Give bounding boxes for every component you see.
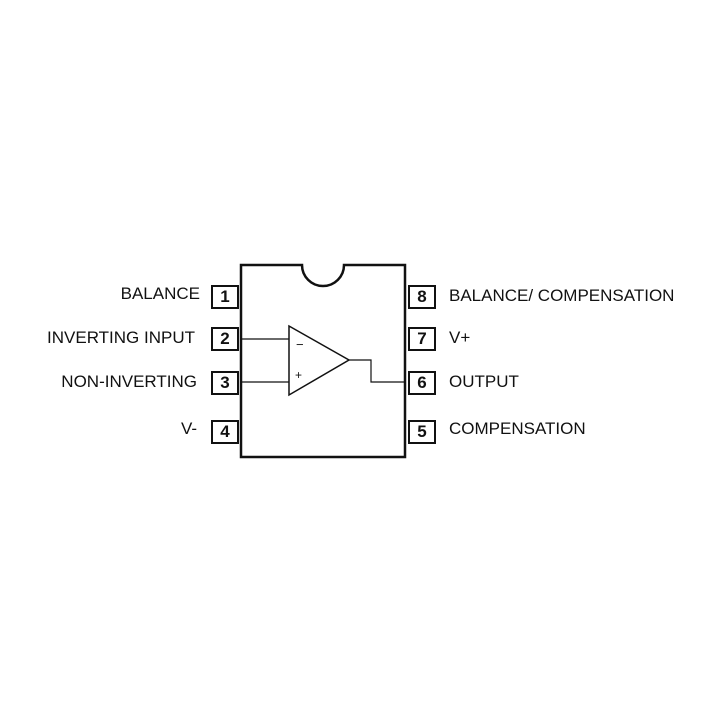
pin-8-box: 8 bbox=[408, 285, 436, 309]
pin-4-box: 4 bbox=[211, 420, 239, 444]
pin-1-box: 1 bbox=[211, 285, 239, 309]
pin-3-label: NON-INVERTING bbox=[61, 372, 197, 391]
pin-8-label: BALANCE/ COMPENSATION bbox=[449, 286, 675, 305]
pin-6-label: OUTPUT bbox=[449, 372, 519, 391]
opamp-plus-sign: + bbox=[295, 368, 302, 382]
pin-2-label: INVERTING INPUT bbox=[47, 328, 195, 347]
pin-2-box: 2 bbox=[211, 327, 239, 351]
output-wire bbox=[349, 359, 405, 383]
pin-4-label: V- bbox=[180, 419, 197, 438]
pin-6-box: 6 bbox=[408, 371, 436, 395]
pin-7-label: V+ bbox=[449, 328, 471, 347]
opamp-minus-sign: − bbox=[296, 337, 304, 352]
pin-7-box: 7 bbox=[408, 327, 436, 351]
opamp-triangle-icon bbox=[288, 324, 351, 397]
pin-5-box: 5 bbox=[408, 420, 436, 444]
pin-5-label: COMPENSATION bbox=[449, 419, 586, 438]
pin-1-label: BALANCE bbox=[120, 284, 200, 303]
pin-3-box: 3 bbox=[211, 371, 239, 395]
